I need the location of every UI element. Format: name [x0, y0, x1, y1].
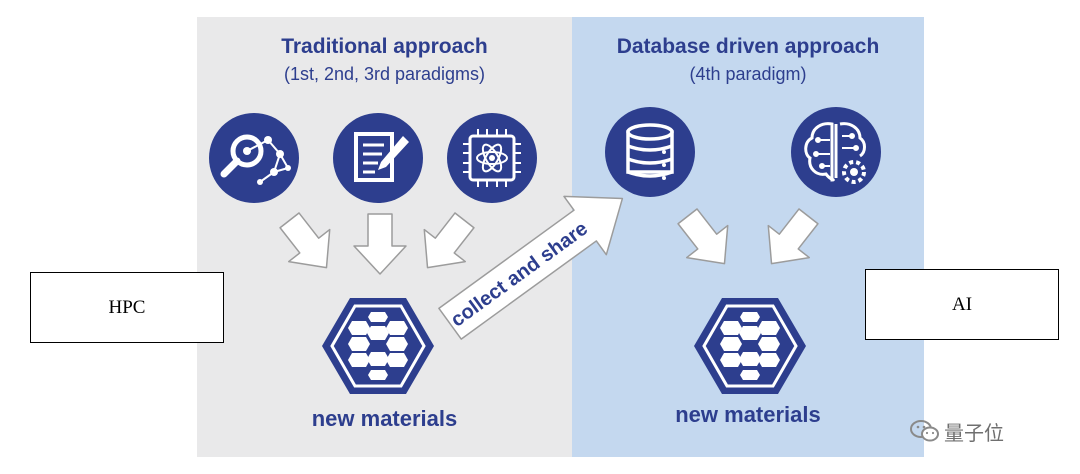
- new-materials-label-right: new materials: [675, 402, 821, 427]
- brain-gear-icon: [791, 107, 881, 197]
- chip-atom-icon: [447, 113, 537, 203]
- wechat-icon: [910, 420, 939, 442]
- new-material-hexagon-right: [692, 296, 808, 396]
- database-approach-title: Database driven approach: [616, 35, 880, 58]
- hpc-box: HPC: [30, 272, 224, 343]
- new-material-hexagon-left: [320, 296, 436, 396]
- down-arrow-middle: [353, 213, 407, 275]
- down-arrow-left: [268, 203, 348, 285]
- document-pen-icon: [333, 113, 423, 203]
- down-arrow-database: [666, 199, 746, 281]
- watermark: 量子位: [910, 418, 1004, 445]
- down-arrow-ai: [750, 199, 830, 281]
- database-icon: [605, 107, 695, 197]
- new-materials-label-left: new materials: [311, 406, 458, 431]
- watermark-text: 量子位: [944, 422, 1004, 445]
- traditional-approach-subtitle: (1st, 2nd, 3rd paradigms): [283, 64, 486, 84]
- ai-box: AI: [865, 269, 1059, 340]
- magnifier-molecule-icon: [209, 113, 299, 203]
- database-approach-subtitle: (4th paradigm): [689, 64, 807, 84]
- traditional-approach-title: Traditional approach: [281, 35, 488, 58]
- down-arrow-right: [406, 203, 486, 285]
